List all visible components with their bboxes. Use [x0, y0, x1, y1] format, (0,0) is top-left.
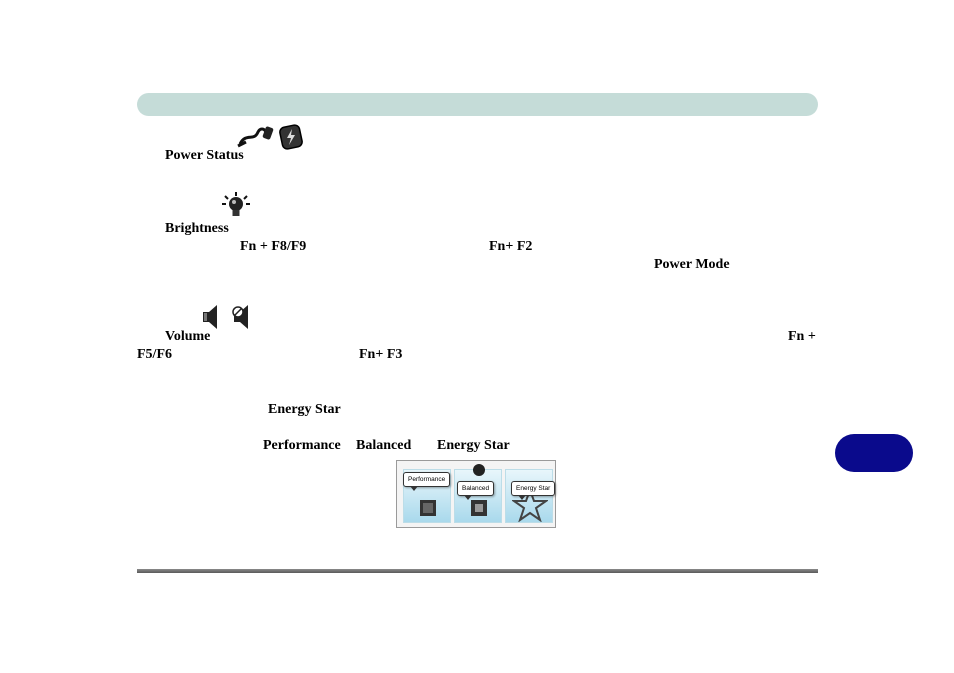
energy-star-tooltip: Energy Star — [511, 481, 556, 500]
volume-shortcut-part2: F5/F6 — [137, 347, 172, 362]
header-bar — [137, 93, 818, 116]
energy-star-label: Energy Star — [268, 402, 341, 417]
lightbulb-icon — [222, 192, 250, 216]
speaker-mute-icon — [232, 305, 248, 329]
balanced-mode-button[interactable] — [454, 464, 502, 523]
balanced-tooltip: Balanced — [457, 481, 495, 500]
power-plug-icon — [237, 126, 274, 148]
balanced-mode-indicator — [473, 464, 485, 476]
power-mode-label: Power Mode — [654, 257, 730, 272]
balanced-label: Balanced — [356, 438, 412, 453]
battery-icon — [279, 124, 303, 150]
volume-shortcut-2: Fn+ F3 — [359, 347, 403, 362]
brightness-label: Brightness — [165, 221, 229, 236]
balanced-mode-icon — [471, 500, 487, 516]
power-mode-panel: Performance Balanced Energy Star — [396, 460, 556, 528]
footer-rule — [137, 569, 818, 573]
performance-tooltip: Performance — [403, 472, 451, 491]
volume-shortcut-part1: Fn + — [788, 329, 816, 344]
performance-label: Performance — [263, 438, 341, 453]
brightness-shortcut-2: Fn+ F2 — [489, 239, 533, 254]
energy-star-mode-button[interactable] — [505, 469, 553, 523]
speaker-icon — [203, 305, 217, 329]
energy-star-icon — [512, 488, 548, 522]
brightness-shortcut: Fn + F8/F9 — [240, 239, 307, 254]
volume-label: Volume — [165, 329, 211, 344]
power-status-label: Power Status — [165, 148, 244, 163]
energy-star-label-2: Energy Star — [437, 438, 510, 453]
performance-mode-icon — [420, 500, 436, 516]
chapter-tab — [835, 434, 913, 472]
